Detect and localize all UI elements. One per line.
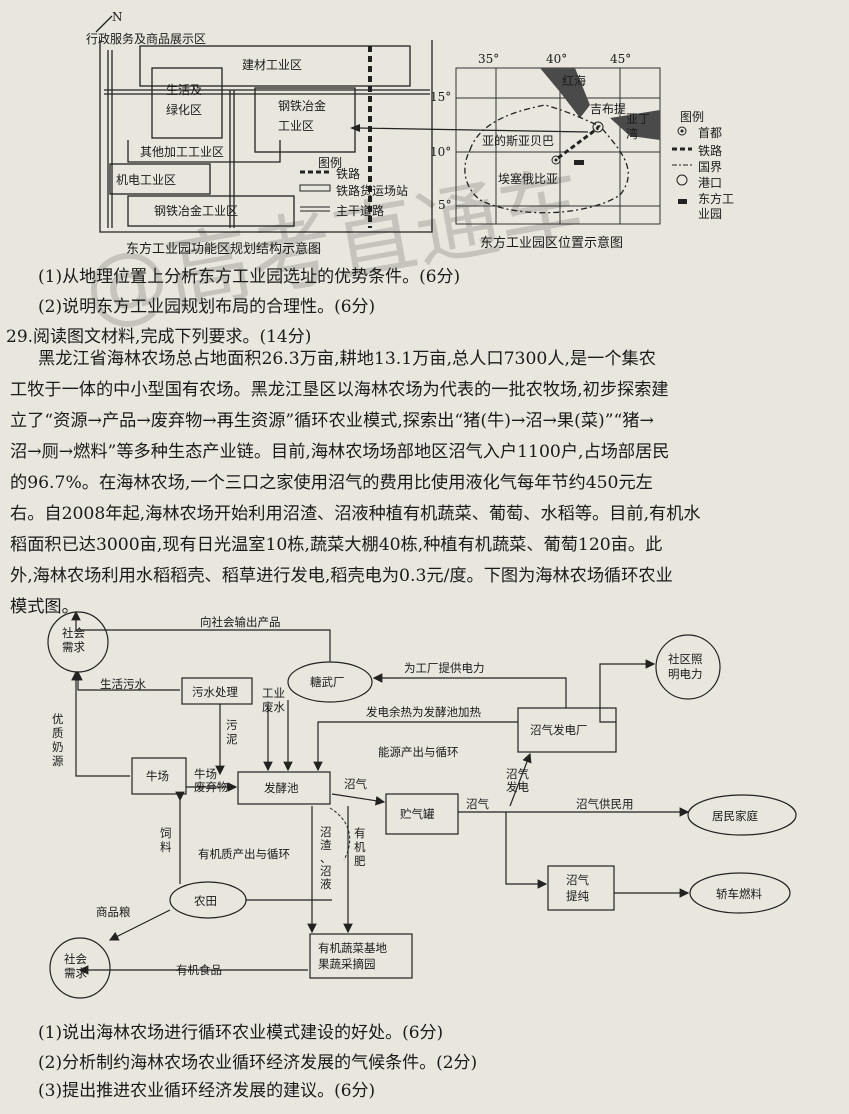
node-resident-homes: 居民家庭 (712, 809, 758, 823)
node-biogas-purify: 沼气 提纯 (566, 873, 589, 903)
lon-40: 40° (546, 52, 568, 66)
q29-line-7: 稻面积已达3000亩,现有日光温室10栋,蔬菜大棚40栋,种植有机蔬菜、葡萄12… (10, 535, 663, 555)
q29-sub-2: (2)分析制约海林农场农业循环经济发展的气候条件。(2分) (38, 1053, 478, 1073)
legend-railway: 铁路 (336, 167, 361, 181)
right-map-caption: 东方工业园区位置示意图 (480, 236, 624, 251)
zone-building: 建材工业区 (242, 58, 303, 72)
node-cattle-farm: 牛场 (146, 769, 169, 783)
q29-line-5: 的96.7%。在海林农场,一个三口之家使用沼气的费用比使用液化气每年节约450元… (10, 473, 653, 493)
lat-5: 5° (438, 198, 452, 212)
place-addis-ababa: 亚的斯亚贝巴 (482, 134, 555, 148)
node-community-power: 社区照 明电力 (668, 652, 703, 681)
q29-line-4: 沼→厕→燃料”等多种生态产业链。目前,海林农场场部地区沼气入户1100户,占场部… (10, 442, 670, 462)
q28-sub-1: (1)从地理位置上分析东方工业园选址的优势条件。(6分) (38, 267, 461, 287)
zone-steel-2: 钢铁冶金工业区 (154, 204, 239, 218)
legend-border: 国界 (698, 160, 723, 174)
right-legend-title: 图例 (680, 110, 705, 124)
label-sludge: 污 泥 (226, 718, 238, 746)
label-biogas-power: 沼气 发电 (506, 767, 529, 794)
node-sugar-factory: 糖武厂 (310, 675, 345, 689)
node-car-fuel: 轿车燃料 (716, 887, 762, 901)
label-residue-liquid: 沼 渣 、 沼 液 (320, 825, 332, 891)
legend-eastern-park: 东方工 业园 (698, 192, 735, 221)
label-organic-food: 有机食品 (176, 963, 222, 977)
q29-sub-1: (1)说出海林农场进行循环农业模式建设的好处。(6分) (38, 1023, 444, 1043)
label-organic-fertilizer: 有 机 肥 (354, 826, 366, 868)
left-map-caption: 东方工业园功能区规划结构示意图 (126, 242, 322, 257)
label-organic-cycle: 有机质产出与循环 (198, 847, 290, 861)
node-gas-tank: 贮气罐 (400, 807, 435, 821)
q29-line-2: 工牧于一体的中小型国有农场。黑龙江垦区以海林农场为代表的一批农牧场,初步探索建 (10, 380, 669, 400)
node-sewage-treatment: 污水处理 (192, 685, 238, 699)
label-commodity-grain: 商品粮 (96, 905, 131, 919)
q29-line-6: 右。自2008年起,海林农场开始利用沼渣、沼液种植有机蔬菜、葡萄、水稻等。目前,… (10, 504, 701, 524)
label-biogas-1: 沼气 (344, 777, 367, 791)
label-domestic-sewage: 生活污水 (100, 677, 146, 691)
q29-line-1: 黑龙江省海林农场总占地面积26.3万亩,耕地13.1万亩,总人口7300人,是一… (38, 349, 656, 369)
label-cattle-waste: 牛场 废弃物 (194, 767, 229, 794)
node-farmland: 农田 (194, 894, 217, 908)
zone-admin: 行政服务及商品展示区 (86, 32, 207, 46)
label-feed: 饲 料 (160, 826, 172, 854)
lon-45: 45° (610, 52, 632, 66)
zone-steel-1: 钢铁冶金 工业区 (278, 99, 327, 133)
q29-line-8: 外,海林农场利用水稻稻壳、稻草进行发电,稻壳电为0.3元/度。下图为海林农场循环… (10, 566, 673, 586)
place-red-sea: 红海 (562, 74, 587, 88)
label-power-to-factory: 为工厂提供电力 (404, 661, 485, 675)
q29-line-9: 模式图。 (10, 597, 79, 617)
node-society-need-1: 社会 需求 (62, 626, 85, 654)
q29-line-3: 立了“资源→产品→废弃物→再生资源”循环农业模式,探索出“猪(牛)→沼→果(菜)… (10, 411, 654, 431)
node-society-need-2: 社会 需求 (64, 952, 87, 980)
legend-port: 港口 (698, 176, 723, 190)
place-djibouti: 吉布提 (590, 102, 627, 116)
node-organic-base: 有机蔬菜基地 果蔬采摘园 (318, 941, 387, 971)
label-waste-heat: 发电余热为发酵池加热 (366, 705, 481, 719)
legend-main-road: 主干道路 (336, 204, 385, 218)
place-gulf-of-aden: 亚丁 湾 (626, 112, 651, 141)
label-biogas-2: 沼气 (466, 797, 489, 811)
left-legend-title: 图例 (318, 156, 343, 170)
node-digester: 发酵池 (264, 781, 299, 795)
legend-rail: 铁路 (698, 144, 723, 158)
label-dairy-source: 优 质 奶 源 (52, 712, 64, 768)
lon-35: 35° (478, 52, 500, 66)
legend-capital: 首都 (698, 126, 723, 140)
label-industrial-wastewater: 工业 废水 (262, 686, 285, 714)
label-energy-cycle: 能源产出与循环 (378, 745, 459, 759)
zone-green: 生活及 绿化区 (166, 83, 203, 117)
compass-north-icon: N (112, 10, 123, 24)
place-ethiopia: 埃塞俄比亚 (498, 172, 559, 186)
node-biogas-plant: 沼气发电厂 (530, 723, 588, 737)
q29-header: 29.阅读图文材料,完成下列要求。(14分) (6, 327, 312, 347)
legend-freight-station: 铁路货运场站 (336, 184, 409, 198)
zone-other-processing: 其他加工工业区 (140, 145, 225, 159)
lat-15: 15° (430, 90, 452, 104)
q28-sub-2: (2)说明东方工业园规划布局的合理性。(6分) (38, 297, 376, 317)
label-biogas-civil: 沼气供民用 (576, 797, 634, 811)
q29-sub-3: (3)提出推进农业循环经济发展的建议。(6分) (38, 1081, 376, 1101)
zone-mech: 机电工业区 (116, 173, 177, 187)
lat-10: 10° (430, 145, 452, 159)
label-export-products: 向社会输出产品 (200, 615, 281, 629)
